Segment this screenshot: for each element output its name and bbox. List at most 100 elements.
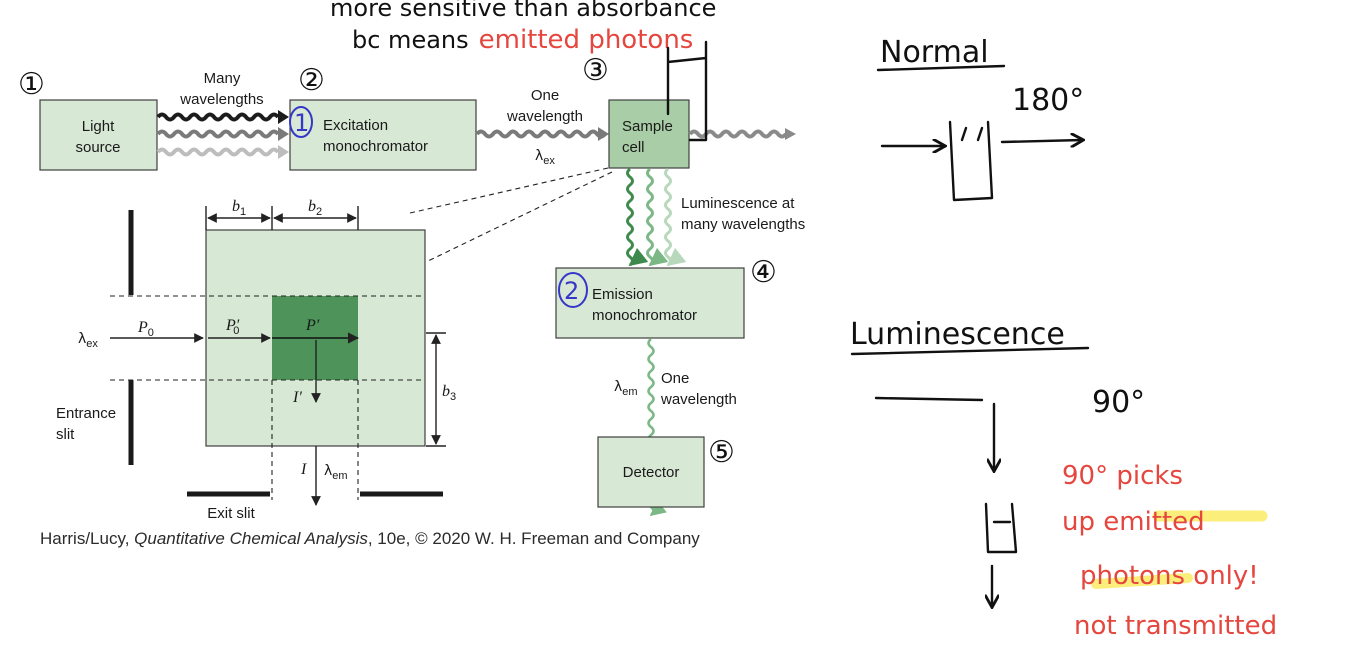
step-number-1: ① bbox=[18, 67, 45, 102]
one-wavelength-bottom-label-line: One bbox=[661, 370, 689, 387]
luminescence-label-line: many wavelengths bbox=[681, 216, 805, 233]
beam-arrowhead-dark bbox=[278, 110, 289, 124]
light-source-label-line: source bbox=[75, 139, 120, 156]
beam-arrowhead-mid bbox=[278, 127, 289, 141]
blue-circle-1 bbox=[289, 106, 313, 138]
many-wavelength-beams bbox=[156, 110, 289, 159]
b2-label: b2 bbox=[308, 198, 322, 218]
red-note-line1: 90° picks bbox=[1062, 461, 1183, 491]
excitation-beam-arrowhead bbox=[598, 127, 609, 141]
figure-credit: Harris/Lucy, Quantitative Chemical Analy… bbox=[40, 529, 700, 548]
b2-sub: 2 bbox=[316, 206, 322, 218]
top-note-line2-red: emitted photons bbox=[479, 25, 694, 55]
normal-note: Normal 180° bbox=[876, 35, 1084, 202]
normal-underline bbox=[876, 64, 1006, 72]
i-prime-label: I′ bbox=[292, 389, 302, 406]
lum-incoming-line bbox=[874, 396, 984, 402]
luminescence-title: Luminescence bbox=[850, 317, 1065, 352]
exit-slit-label: Exit slit bbox=[207, 505, 255, 522]
b3-label: b3 bbox=[442, 383, 456, 403]
many-wavelengths-label-line: wavelengths bbox=[179, 91, 263, 108]
i-label: I bbox=[300, 461, 307, 478]
step-number-3: ③ bbox=[582, 53, 609, 88]
transmitted-beam bbox=[688, 129, 788, 139]
normal-cuvette bbox=[948, 120, 994, 202]
luminescence-beam-mid bbox=[646, 167, 669, 267]
entrance-slit-label: Entrance slit bbox=[56, 405, 116, 443]
p0-label: P0 bbox=[137, 319, 154, 339]
emission-monochromator-box bbox=[555, 267, 745, 339]
inset-detail: b1 b2 b3 λex P0 P′0 P′ I′ I λem Entrance… bbox=[56, 198, 456, 522]
excitation-monochromator-label-line: Excitation bbox=[323, 117, 388, 134]
inset-lambda-em: λem bbox=[324, 463, 348, 482]
lambda-ex-top-symbol: λ bbox=[535, 148, 543, 164]
lum-angle: 90° bbox=[1092, 385, 1145, 420]
one-wavelength-bottom-label: One wavelength bbox=[660, 370, 737, 408]
entrance-slit-label-line: Entrance bbox=[56, 405, 116, 422]
zoom-line-lower bbox=[425, 171, 613, 263]
emission-monochromator-label: Emission monochromator bbox=[592, 286, 697, 324]
excitation-beam bbox=[475, 129, 607, 139]
light-source-label-line: Light bbox=[82, 118, 115, 135]
b1-symbol: b bbox=[232, 198, 240, 215]
red-note: 90° picks up emitted photons only! not t… bbox=[1062, 461, 1277, 641]
lambda-em-right-sub: em bbox=[622, 386, 637, 398]
luminescence-beam-light bbox=[664, 167, 687, 267]
highlight-photons bbox=[1091, 573, 1193, 589]
entrance-slit-label-line: slit bbox=[56, 426, 75, 443]
excitation-monochromator-label-line: monochromator bbox=[323, 138, 428, 155]
detector-box bbox=[597, 436, 705, 508]
beam-mid bbox=[156, 129, 280, 139]
one-wavelength-top-label-line: One bbox=[531, 87, 559, 104]
step-number-2: ② bbox=[298, 63, 325, 98]
inset-lambda-ex-sub: ex bbox=[86, 338, 98, 350]
luminescence-label: Luminescence at many wavelengths bbox=[681, 195, 805, 233]
one-wavelength-top-label-line: wavelength bbox=[506, 108, 583, 125]
excitation-monochromator-label: Excitation monochromator bbox=[323, 117, 428, 155]
inset-lambda-em-sub: em bbox=[332, 470, 347, 482]
b1-sub: 1 bbox=[240, 206, 246, 218]
sample-cell-label-line: Sample bbox=[622, 118, 673, 135]
p0-prime-sub: 0 bbox=[233, 325, 239, 337]
normal-title: Normal bbox=[880, 35, 989, 70]
credit-title: Quantitative Chemical Analysis bbox=[134, 529, 368, 548]
zoom-line-upper bbox=[409, 167, 609, 214]
inset-lambda-ex: λex bbox=[78, 331, 98, 350]
red-note-line3: photons only! bbox=[1080, 561, 1259, 591]
lambda-em-right-symbol: λ bbox=[614, 379, 622, 395]
p0-symbol: P bbox=[137, 319, 148, 336]
b1-label: b1 bbox=[232, 198, 246, 218]
sample-cell-box bbox=[608, 99, 690, 169]
top-note-line1: more sensitive than absorbance bbox=[330, 0, 716, 22]
lambda-ex-top-sub: ex bbox=[543, 155, 555, 167]
inset-lambda-em-symbol: λ bbox=[324, 463, 332, 479]
inset-lambda-ex-symbol: λ bbox=[78, 331, 86, 347]
step-number-4: ④ bbox=[750, 255, 777, 290]
beam-arrowhead-light bbox=[278, 145, 289, 159]
one-wavelength-top-label: One wavelength bbox=[506, 87, 583, 125]
top-note-line2-black: bc means bbox=[352, 26, 469, 54]
credit-prefix: Harris/Lucy, bbox=[40, 529, 134, 548]
beam-light bbox=[156, 147, 280, 157]
red-note-line2: up emitted bbox=[1062, 507, 1205, 537]
p0-prime-symbol: P′ bbox=[225, 317, 240, 334]
normal-outgoing-arrow bbox=[1000, 140, 1082, 142]
red-note-line4: not transmitted bbox=[1074, 611, 1277, 641]
top-note: more sensitive than absorbance bc means e… bbox=[330, 0, 716, 55]
step-number-5: ⑤ bbox=[708, 435, 735, 470]
emission-monochromator-label-line: monochromator bbox=[592, 307, 697, 324]
b3-symbol: b bbox=[442, 383, 450, 400]
normal-angle: 180° bbox=[1012, 83, 1084, 118]
many-wavelengths-label-line: Many bbox=[204, 70, 241, 87]
b3-sub: 3 bbox=[450, 391, 456, 403]
luminescence-label-line: Luminescence at bbox=[681, 195, 795, 212]
blue-circle-2 bbox=[558, 272, 588, 308]
luminescence-underline bbox=[850, 346, 1090, 356]
credit-suffix: , 10e, © 2020 W. H. Freeman and Company bbox=[368, 529, 700, 548]
light-source-box bbox=[39, 99, 158, 171]
sample-cell-label-line: cell bbox=[622, 139, 645, 156]
emission-monochromator-label-line: Emission bbox=[592, 286, 653, 303]
lum-cuvette bbox=[984, 502, 1018, 554]
one-wavelength-bottom-label-line: wavelength bbox=[660, 391, 737, 408]
